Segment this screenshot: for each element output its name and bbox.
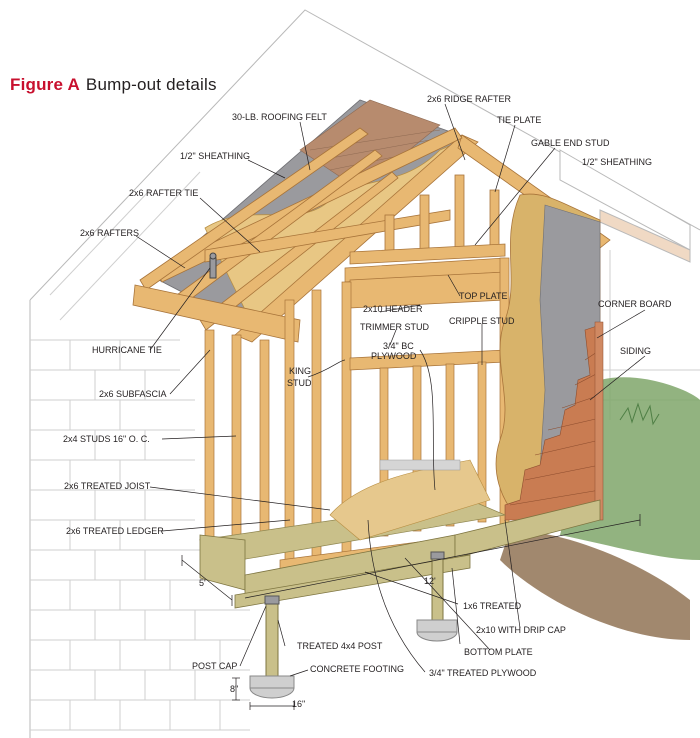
- label-roofing-felt: 30-LB. ROOFING FELT: [232, 112, 327, 122]
- label-dim-5: 5': [199, 578, 206, 588]
- right-wall-covering: [495, 193, 604, 521]
- label-concrete-footing: CONCRETE FOOTING: [310, 664, 404, 674]
- label-studs: 2x4 STUDS 16" O. C.: [63, 434, 150, 444]
- label-post-cap: POST CAP: [192, 661, 237, 671]
- label-trimmer-stud: TRIMMER STUD: [360, 322, 429, 332]
- label-bottom-plate: BOTTOM PLATE: [464, 647, 533, 657]
- label-king-stud-line2: STUD: [287, 378, 312, 388]
- existing-roof-eave: [559, 149, 691, 263]
- label-treated-post: TREATED 4x4 POST: [297, 641, 383, 651]
- label-dim-8: 8": [230, 684, 238, 694]
- label-sheathing-left: 1/2" SHEATHING: [180, 151, 250, 161]
- figure-caption: Bump-out details: [85, 75, 217, 94]
- label-dim-12: 12': [424, 576, 436, 586]
- floor-frame: [199, 499, 601, 609]
- callout-labels: 30-LB. ROOFING FELT 2x6 RIDGE RAFTER TIE…: [63, 94, 672, 709]
- label-1x6-treated: 1x6 TREATED: [463, 601, 522, 611]
- label-rafter-tie: 2x6 RAFTER TIE: [129, 188, 198, 198]
- label-treated-plywood: 3/4" TREATED PLYWOOD: [429, 668, 537, 678]
- figure-title: Figure A Bump-out details: [10, 75, 217, 95]
- hurricane-tie: [209, 252, 217, 279]
- label-rafters: 2x6 RAFTERS: [80, 228, 139, 238]
- label-drip-cap: 2x10 WITH DRIP CAP: [476, 625, 566, 635]
- label-bc-plywood-line2: PLYWOOD: [371, 351, 417, 361]
- posts-and-footings: [249, 551, 458, 699]
- label-bc-plywood-line1: 3/4" BC: [383, 341, 414, 351]
- label-ridge-rafter: 2x6 RIDGE RAFTER: [427, 94, 512, 104]
- label-siding: SIDING: [620, 346, 651, 356]
- figure-number: Figure A: [10, 75, 80, 94]
- dimension-lines: [181, 514, 641, 710]
- label-dim-16: 16": [292, 699, 305, 709]
- label-king-stud-line1: KING: [289, 366, 311, 376]
- label-subfascia: 2x6 SUBFASCIA: [99, 389, 167, 399]
- leader-lines: [135, 103, 646, 677]
- label-gable-end-stud: GABLE END STUD: [531, 138, 610, 148]
- label-header: 2x10 HEADER: [363, 304, 423, 314]
- label-sheathing-right: 1/2" SHEATHING: [582, 157, 652, 167]
- house-wall: [29, 9, 700, 738]
- roof-framing: [132, 127, 611, 343]
- label-cripple-stud: CRIPPLE STUD: [449, 316, 515, 326]
- label-top-plate: TOP PLATE: [459, 291, 508, 301]
- label-corner-board: CORNER BOARD: [598, 299, 672, 309]
- label-treated-ledger: 2x6 TREATED LEDGER: [66, 526, 164, 536]
- label-tie-plate: TIE PLATE: [497, 115, 541, 125]
- label-treated-joist: 2x6 TREATED JOIST: [64, 481, 151, 491]
- label-hurricane-tie: HURRICANE TIE: [92, 345, 162, 355]
